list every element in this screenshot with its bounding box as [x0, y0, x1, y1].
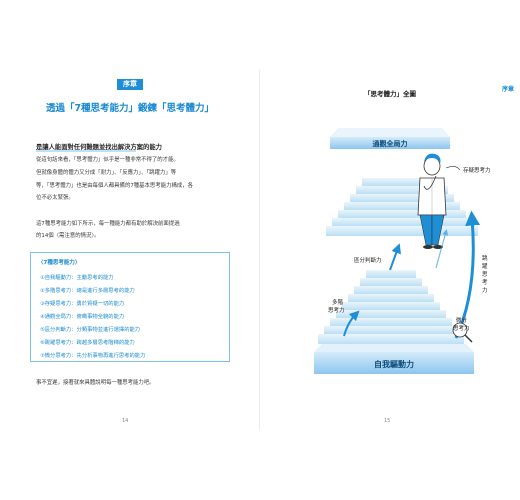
label-doubt: 存疑思考力 — [463, 166, 491, 174]
ability-item: ⑥跳躍思考力：跨越多層思考階梯的能力 — [40, 340, 135, 346]
paragraph-2: 但就像身體的體力又分成「耐力」、「反應力」、「跳躍力」等 — [36, 167, 236, 179]
magnifier-icon — [452, 322, 473, 343]
paragraph-2-line-3: 位不必太緊張。 — [36, 195, 74, 201]
label-top: 通觀全局力 — [373, 139, 408, 148]
label-jump-char: 跳 — [482, 254, 488, 262]
label-jump-char: 思 — [482, 271, 488, 278]
lower-staircase — [318, 270, 464, 344]
label-diff-line-2: 思考力 — [453, 324, 470, 332]
label-jump-vertical: 跳 躍 思 考 力 — [482, 254, 488, 294]
ability-item: ⑦微分思考力：先分析事物再進行思考的能力 — [40, 353, 146, 359]
ability-item: ①自我驅動力：主動思考的能力 — [40, 275, 114, 281]
lead-highlight — [36, 150, 136, 152]
left-page: 序章 透過「7種思考能力」鍛鍊「思考體力」 是讓人能面對任何難題並找出解決方案的… — [30, 79, 236, 424]
right-page: 「思考體力」全圖 序章 通觀全局力 — [260, 0, 520, 500]
paragraph-1: 從這句話來看，「思考體力」似乎是一種非常不得了的才能。 — [36, 157, 179, 163]
closing-sentence: 事不宜遲，接著就來具體說明每一種思考能力吧。 — [36, 380, 155, 386]
upward-arrow — [435, 229, 449, 269]
abilities-box-title: 〈7種思考能力〉 — [38, 260, 81, 266]
page-number-left: 14 — [122, 418, 129, 424]
bottom-base: 自我驅動力 — [314, 344, 474, 374]
label-distinguish: 區分判斷力 — [354, 256, 382, 264]
section-badge: 序章 — [117, 79, 143, 90]
upper-staircase — [326, 178, 478, 236]
paragraph-2-line-2: 等，「思考體力」也是由每個人都具備的7種基本思考能力構成，各 — [36, 183, 194, 189]
side-tab: 序章 — [502, 86, 515, 93]
top-platform: 通觀全局力 — [330, 128, 450, 149]
label-jump-char: 力 — [482, 286, 488, 294]
section-title: 透過「7種思考能力」鍛鍊「思考體力」 — [45, 103, 215, 114]
paragraph-3-line-2: 的14個〈需注意的情況〉。 — [36, 233, 100, 239]
multi-stage-arrow — [343, 310, 360, 337]
label-diff-line-1: 微分 — [456, 316, 468, 324]
abilities-box: 〈7種思考能力〉 ①自我驅動力：主動思考的能力 ②多階思考力：總是進行多層思考的… — [30, 252, 230, 362]
page-number-right: 15 — [384, 418, 391, 424]
label-multi-line-2: 思考力 — [328, 306, 345, 314]
doubt-pointer — [445, 166, 461, 171]
diagram-title: 「思考體力」全圖 — [364, 90, 416, 98]
label-jump-char: 考 — [482, 279, 488, 286]
thinking-person-illustration — [417, 153, 447, 249]
thinking-stamina-diagram: 通觀全局力 — [314, 128, 491, 374]
paragraph-3: 這7種思考能力如下所示，每一種能力都有助於解決前面提過 的14個〈需注意的情況〉… — [36, 218, 236, 242]
lead-sentence: 是讓人能面對任何難題並找出解決方案的能力 — [36, 144, 162, 151]
ability-item: ④通觀全局力：俯瞰事物全貌的能力 — [40, 314, 125, 320]
distinguish-arrow — [389, 243, 401, 271]
label-multi-line-1: 多階 — [332, 298, 344, 306]
paragraph-2-line-1: 但就像身體的體力又分成「耐力」、「反應力」、「跳躍力」等 — [36, 170, 177, 176]
paragraph-3-line-1: 這7種思考能力如下所示，每一種能力都有助於解決前面提過 — [36, 221, 180, 227]
ability-item: ②多階思考力：總是進行多層思考的能力 — [40, 288, 135, 294]
page-gutter — [259, 70, 260, 430]
ability-item: ⑤區分判斷力：分類事物並進行選擇的能力 — [40, 327, 141, 333]
ability-item: ③存疑思考力：勇於質疑一切的能力 — [40, 301, 125, 307]
paragraph-2-continued: 等，「思考體力」也是由每個人都具備的7種基本思考能力構成，各 位不必太緊張。 — [36, 180, 236, 204]
label-bottom: 自我驅動力 — [374, 359, 414, 369]
label-jump-char: 躍 — [482, 263, 488, 270]
